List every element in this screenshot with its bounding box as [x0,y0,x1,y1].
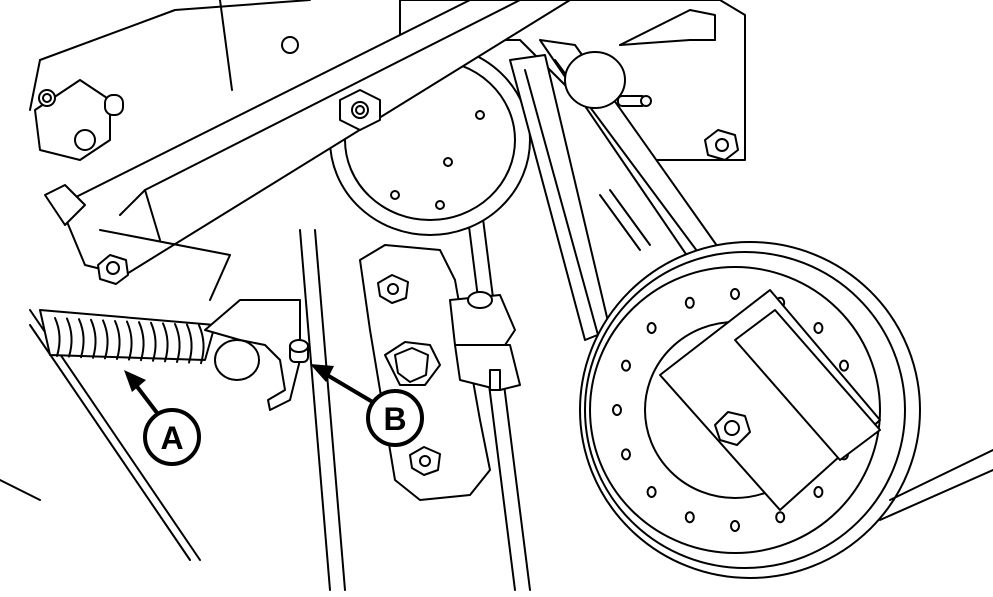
spring-coil [114,320,121,360]
tension-spring [39,309,216,365]
pulley-hole [730,288,740,300]
hole [281,36,299,54]
pulley-hole [684,511,695,524]
pulley-hole [612,404,622,416]
spring-anchor-bracket [204,299,309,411]
spring-coil [138,321,145,362]
pulley-hole [684,296,695,309]
callout-b-label: B [383,401,406,437]
callout-b: B [310,364,424,447]
pulley-hole [621,448,631,461]
idler-shaft [564,51,652,109]
pulley-hole [621,359,631,372]
left-nut [97,254,129,285]
frame-lines [0,0,531,591]
spring-coil [150,321,157,362]
pulley-hole [813,486,824,498]
arrow-head [310,364,334,382]
callout-a: A [124,370,201,466]
main-arm [44,0,571,301]
spring-coil [54,317,61,357]
arrow-head [124,370,146,392]
pulley-hole [839,359,849,372]
lower-belt [879,449,993,521]
spring-coil [102,319,109,360]
spring-coil [174,323,181,363]
pulley-hole [730,520,740,532]
left-bracket [34,79,124,161]
spring-coil [162,322,169,363]
arm-nut [339,89,381,131]
clevis-link [449,291,521,391]
spring-coil [126,320,133,361]
front-pulley [579,241,921,579]
spring-coil [78,318,85,359]
pulley-hole [813,322,824,334]
pulley-hole [775,511,786,524]
spring-coil [186,323,193,364]
spring-coil [90,318,97,359]
pulley-hole [646,486,657,498]
right-upper-nut [704,129,739,161]
spring-coil [66,317,73,358]
pulley-hole [646,322,657,334]
spring-coil [198,324,205,365]
callout-a-label: A [160,420,183,456]
